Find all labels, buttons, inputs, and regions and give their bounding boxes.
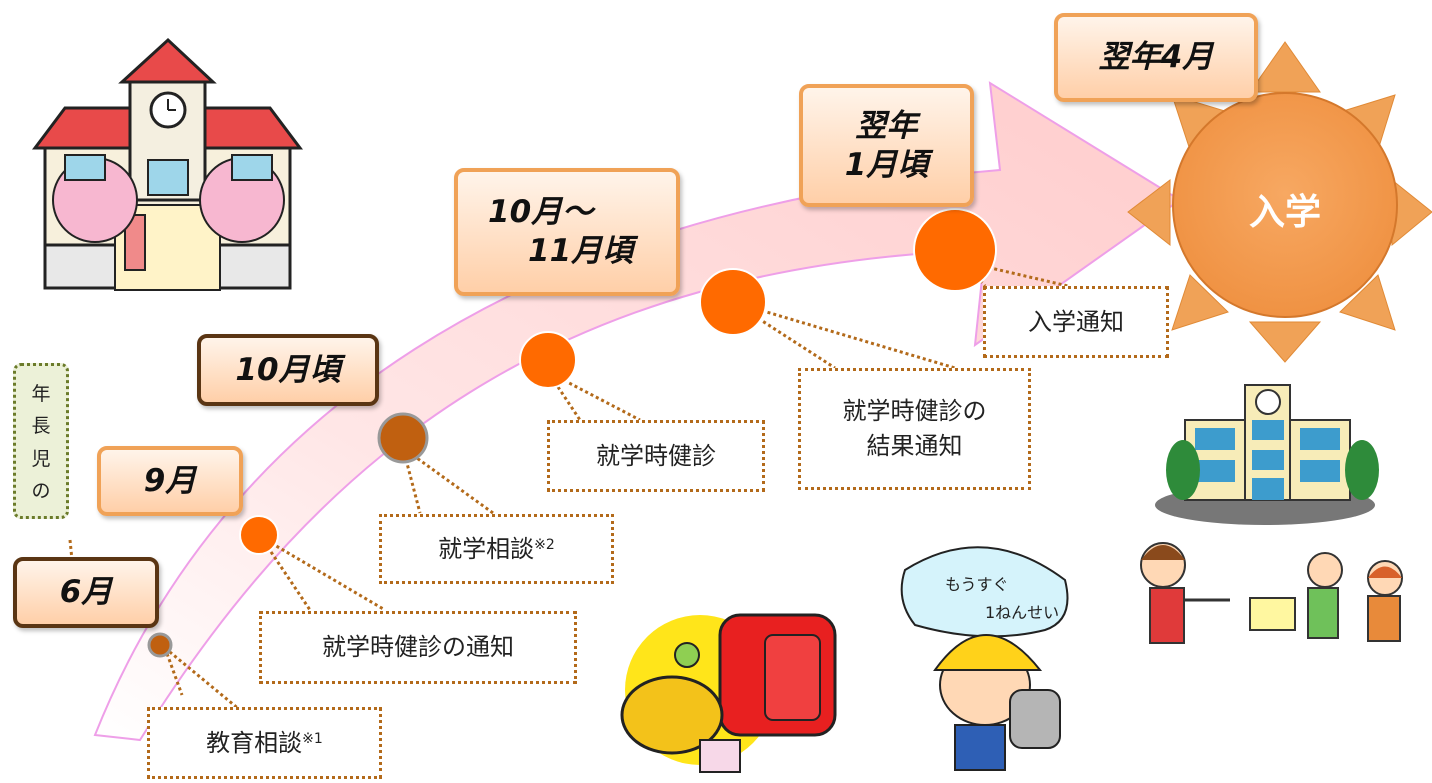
label-kekka-tsuchi: 就学時健診の 結果通知 xyxy=(798,368,1031,490)
school-building-icon xyxy=(1155,384,1379,525)
date-line: 翌年 xyxy=(855,107,918,144)
randoseru-icon xyxy=(620,613,837,773)
label-text: 入学通知 xyxy=(1028,307,1124,336)
school-building-icon xyxy=(32,37,303,291)
timeline-dot-9 xyxy=(239,515,279,555)
date-line: 1月頃 xyxy=(844,146,929,183)
label-text: 就学時健診の通知 xyxy=(322,633,514,662)
label-kenshin-tsuchi: 就学時健診の通知 xyxy=(259,611,577,684)
date-line: 11月頃 xyxy=(528,233,634,269)
date-box-9: 9月 xyxy=(97,446,243,516)
date-box-10: 10月頃 xyxy=(197,334,379,406)
date-line: 10月～ xyxy=(488,194,594,231)
label-nyugaku-tsuchi: 入学通知 xyxy=(983,286,1169,358)
side-note-char: 年 xyxy=(31,382,51,405)
label-kyoiku-sodan: 教育相談※1 xyxy=(147,707,382,779)
label-text: 就学時健診 xyxy=(596,441,716,470)
date-box-4: 翌年4月 xyxy=(1054,13,1258,102)
sun-circle xyxy=(1172,92,1398,318)
side-note-char: の xyxy=(31,480,51,503)
timeline-dot-10-11 xyxy=(519,331,577,389)
svg-text:1ねんせい: 1ねんせい xyxy=(985,603,1059,622)
first-grader-boy-icon: もうすぐ 1ねんせい xyxy=(900,546,1069,771)
timeline-dot-result xyxy=(699,268,767,336)
date-box-10-11: 10月～ 11月頃 xyxy=(454,168,680,296)
label-line: 結果通知 xyxy=(866,432,963,460)
label-text: 教育相談 xyxy=(206,728,303,757)
timeline-dot-1 xyxy=(913,208,997,292)
label-kenshin: 就学時健診 xyxy=(547,420,765,492)
footnote-mark: ※1 xyxy=(302,730,323,747)
label-text: 就学相談 xyxy=(438,534,535,563)
enrollment-label: 入学 xyxy=(1248,192,1321,233)
footnote-mark: ※2 xyxy=(534,536,555,553)
date-box-6: 6月 xyxy=(13,557,159,628)
side-note-char: 児 xyxy=(31,447,51,470)
timeline-arrow xyxy=(93,81,1182,742)
label-shugaku-sodan: 就学相談※2 xyxy=(379,514,614,584)
date-box-1: 翌年 1月頃 xyxy=(799,84,974,207)
timeline-dot-10 xyxy=(377,412,429,464)
timeline-dot-6 xyxy=(147,632,173,658)
label-line: 就学時健診の xyxy=(842,397,987,426)
teacher-children-icon xyxy=(1140,542,1403,644)
svg-text:もうすぐ: もうすぐ xyxy=(945,575,1009,594)
side-note-box: 年 長 児 の xyxy=(13,363,69,519)
side-note-char: 長 xyxy=(31,415,51,438)
